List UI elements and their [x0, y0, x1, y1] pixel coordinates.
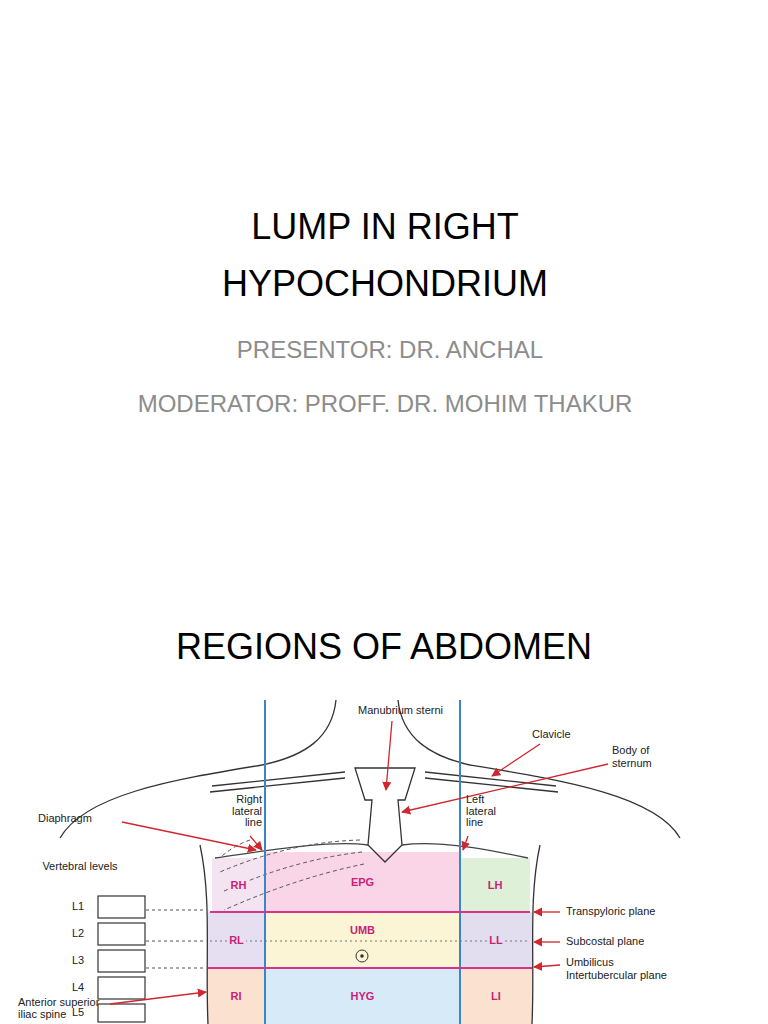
presenter-line: PRESENTOR: DR. ANCHAL	[130, 336, 650, 365]
landmark-label: Anterior superior iliac spine	[18, 996, 110, 1020]
region-fill	[460, 858, 530, 912]
region-fill	[265, 968, 460, 1024]
leader-arrows	[110, 721, 608, 1004]
vertebra-level: L1	[72, 900, 94, 913]
region-fill	[460, 912, 532, 968]
level-lines	[146, 910, 206, 968]
left-clavicle	[425, 772, 558, 792]
subcostal-line	[210, 941, 530, 942]
landmark-label: Umbilicus	[566, 956, 716, 969]
lateral-lines	[265, 700, 460, 1024]
umbilicus-dot	[360, 954, 364, 958]
costal-margin	[215, 844, 528, 858]
part-label: Manubrium sterni	[358, 704, 468, 717]
sternum	[355, 768, 415, 862]
line-label: Left lateral line	[466, 794, 510, 829]
plane-label: Intertubercular plane	[566, 969, 716, 982]
axis-label: Vertebral levels	[40, 860, 120, 873]
section-heading: REGIONS OF ABDOMEN	[0, 625, 768, 668]
region-fill	[208, 912, 265, 968]
part-label: Clavicle	[532, 728, 602, 741]
region-abbreviation: UMB	[348, 924, 377, 936]
region-abbreviation: LI	[489, 990, 503, 1002]
left-shoulder	[60, 700, 336, 838]
region-abbreviation: RI	[229, 990, 244, 1002]
region-abbreviation: LH	[486, 879, 505, 891]
vertebra-level: L2	[72, 927, 94, 940]
abdominal-region: UMB	[265, 912, 460, 968]
right-shoulder	[398, 700, 680, 838]
plane-label: Subcostal plane	[566, 935, 716, 948]
plane-label: Transpyloric plane	[566, 905, 716, 918]
part-label: Diaphragm	[38, 812, 128, 825]
region-abbreviation: HYG	[349, 990, 377, 1002]
region-fill	[212, 858, 265, 912]
abdominal-region: EPG	[265, 852, 460, 912]
planes	[208, 912, 532, 968]
region-fill	[460, 968, 532, 1024]
abdominal-region: RL	[208, 912, 265, 968]
abdominal-region: RI	[207, 968, 265, 1024]
abdominal-region: LH	[460, 858, 530, 912]
right-flank	[200, 845, 208, 1024]
region-fill	[265, 912, 460, 968]
region-abbreviation: EPG	[349, 876, 376, 888]
umbilicus-mark	[356, 950, 368, 962]
ribs	[220, 840, 364, 910]
region-fill	[265, 852, 460, 912]
vertebra-level: L4	[72, 981, 94, 994]
right-clavicle	[210, 772, 345, 792]
region-abbreviation: RH	[229, 879, 249, 891]
left-flank	[532, 845, 540, 1024]
abdominal-region: LL	[460, 912, 532, 968]
region-abbreviation: LL	[487, 934, 504, 946]
abdominal-region: HYG	[265, 968, 460, 1024]
abdominal-region: LI	[460, 968, 532, 1024]
region-abbreviation: RL	[227, 934, 246, 946]
line-label: Right lateral line	[218, 794, 262, 829]
slide-title: LUMP IN RIGHT HYPOCHONDRIUM	[170, 198, 600, 312]
vertebra-level: L3	[72, 954, 94, 967]
region-fill	[207, 968, 265, 1024]
part-label: Body of sternum	[612, 744, 692, 769]
moderator-line: MODERATOR: PROFF. DR. MOHIM THAKUR	[130, 384, 640, 425]
abdominal-region: RH	[212, 858, 265, 912]
